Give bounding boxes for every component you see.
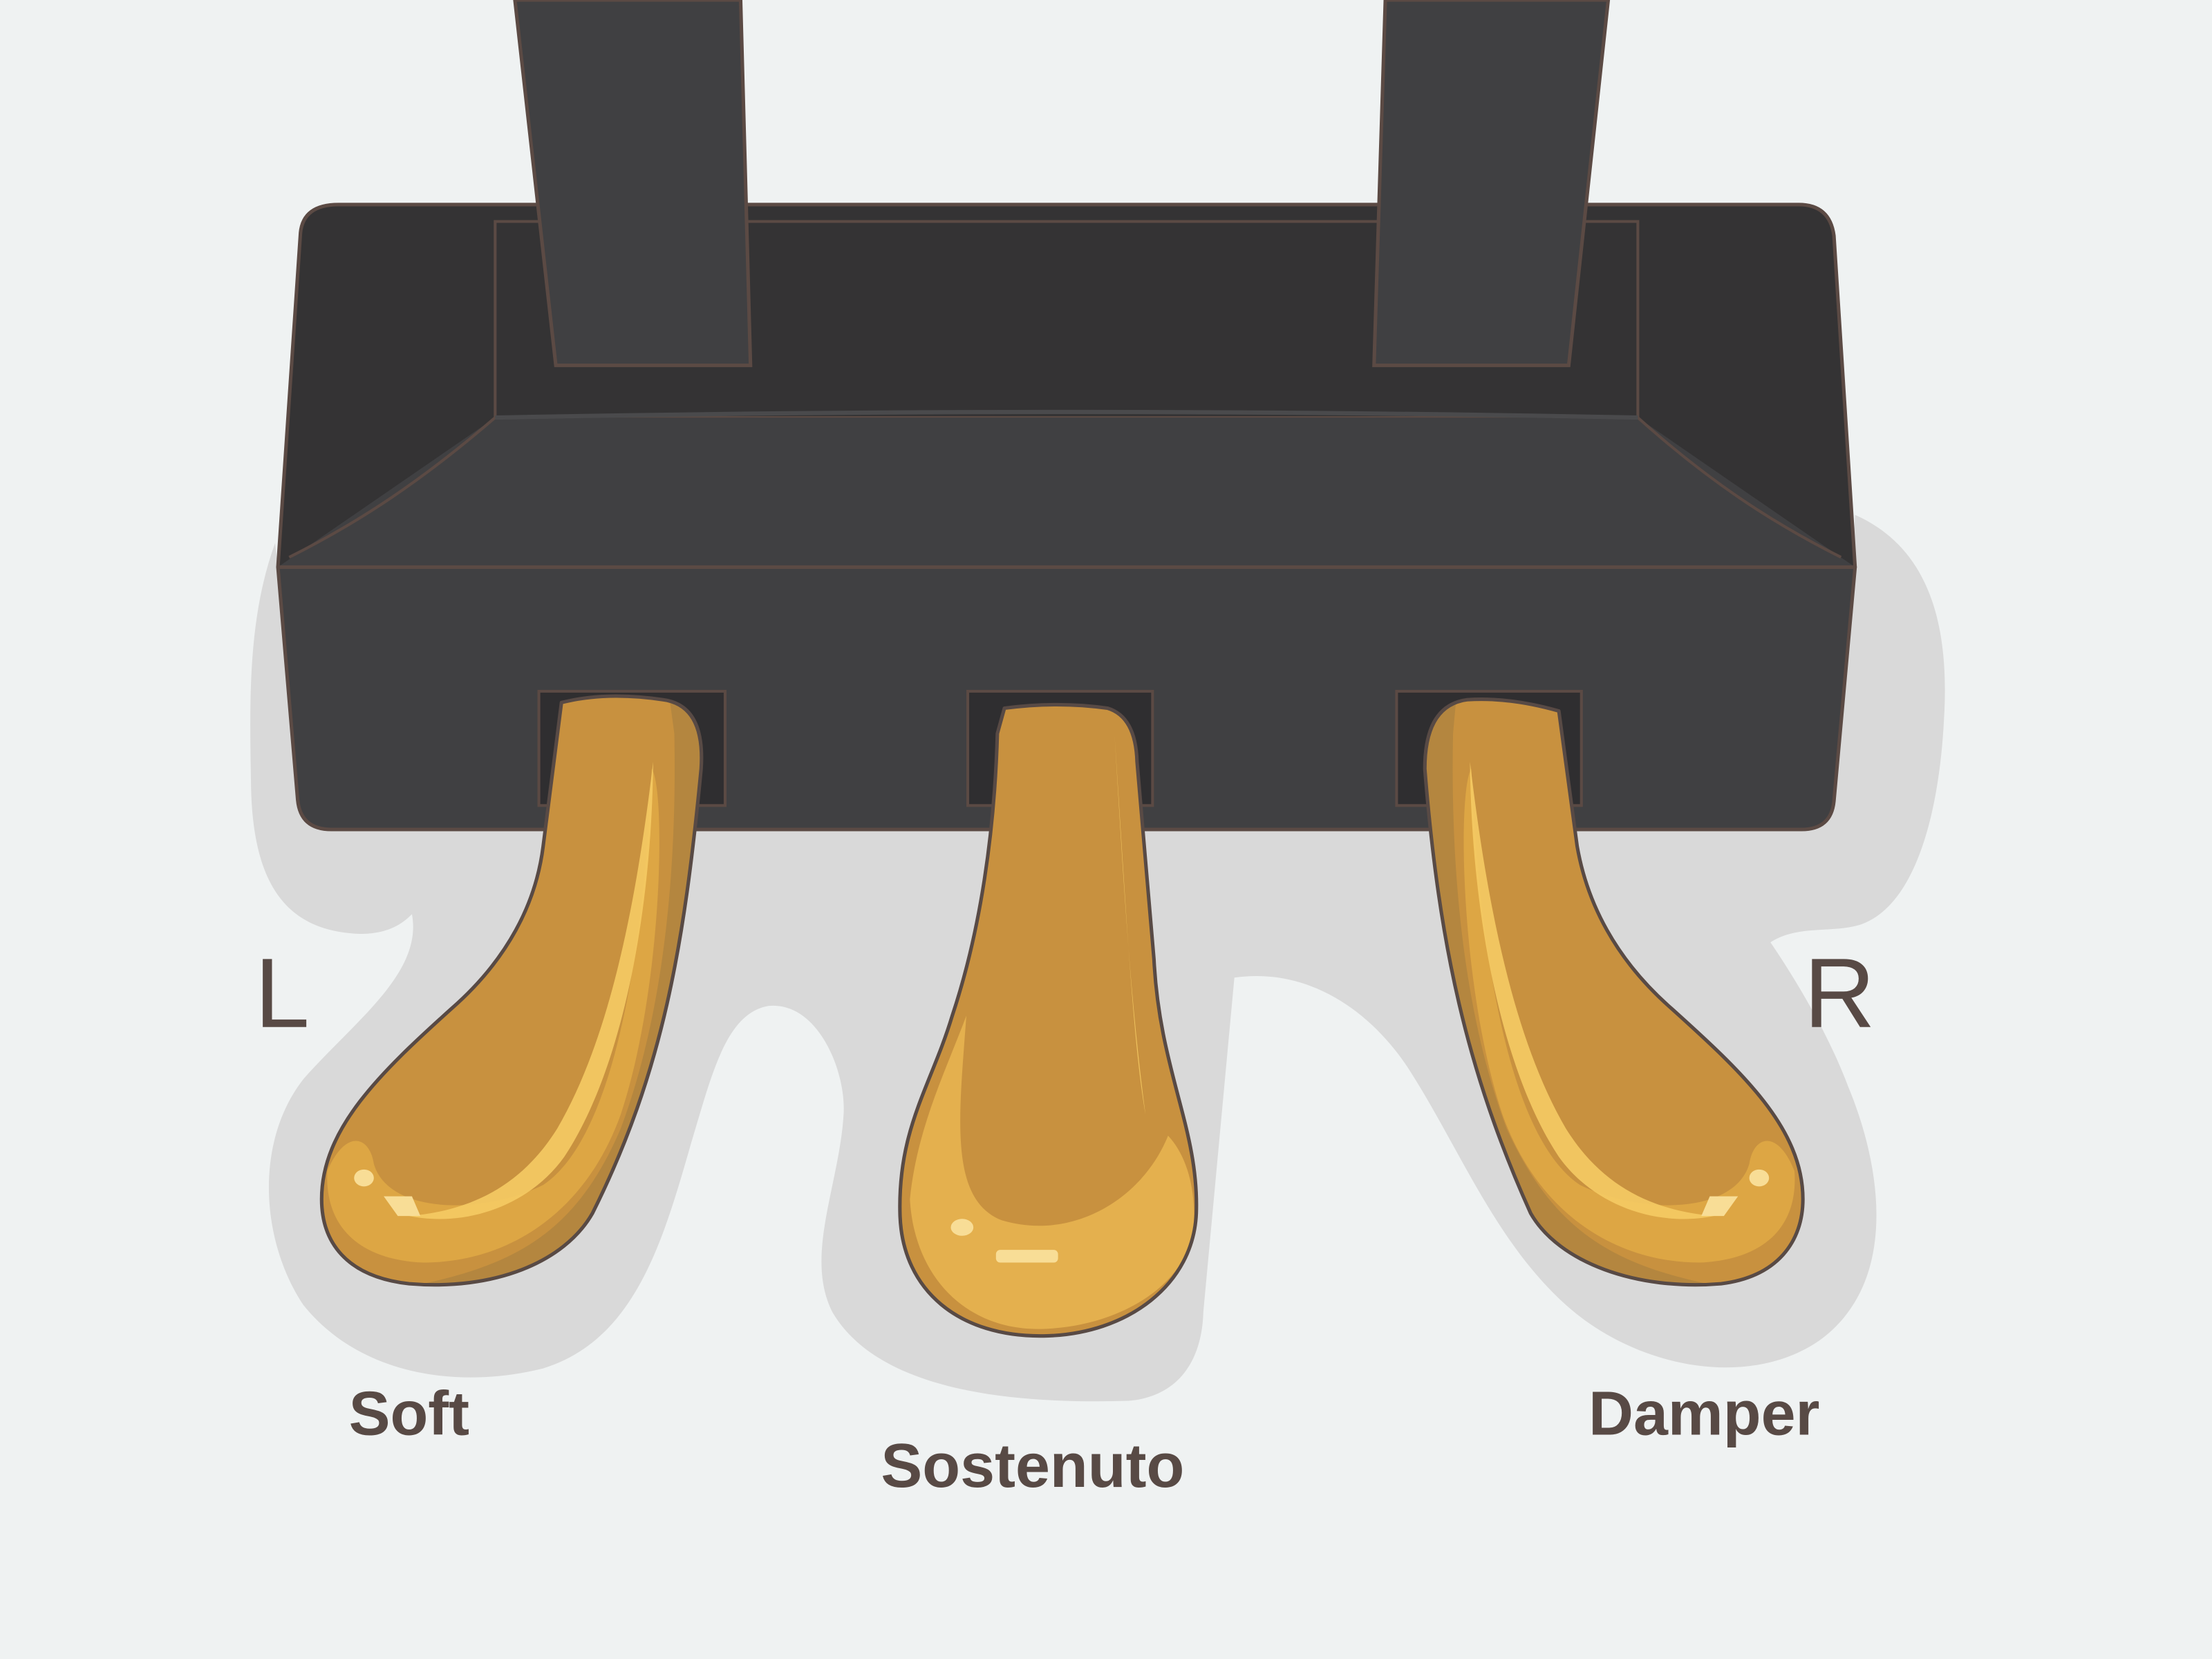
soft-pedal-shine [327,769,659,1263]
damper-pedal [1423,697,1805,1287]
slope-edge-left [288,416,496,559]
soft-pedal-glint [354,1169,374,1187]
side-label-right: R [1804,939,1875,1049]
slope-edge-right [1637,416,1842,559]
pedal-label-soft: Soft [349,1380,470,1449]
damper-pedal-highlight [1470,762,1714,1219]
pedal-box-slope [278,418,1855,568]
sostenuto-pedal-glint-2 [995,1250,1058,1263]
soft-pedal-glint-2 [384,1196,421,1217]
damper-pedal-glint [1749,1169,1770,1187]
pedal-label-sostenuto: Sostenuto [881,1432,1184,1501]
post-right [1372,0,1611,368]
sostenuto-pedal-outline [898,702,1199,1338]
soft-pedal-outline [319,694,704,1287]
soft-pedal [319,694,704,1287]
sostenuto-pedal-body [899,704,1197,1336]
slope-highlight [495,409,1638,420]
damper-pedal-shine [1463,769,1795,1263]
pedal-label-damper: Damper [1588,1380,1819,1449]
sostenuto-pedal [898,702,1199,1338]
sostenuto-pedal-glint [950,1219,974,1236]
side-label-left: L [254,939,309,1049]
damper-pedal-outline [1423,697,1805,1287]
damper-pedal-glint-2 [1701,1196,1738,1217]
soft-pedal-highlight [409,762,653,1219]
post-left [513,0,753,368]
sostenuto-pedal-shine [910,1015,1194,1329]
